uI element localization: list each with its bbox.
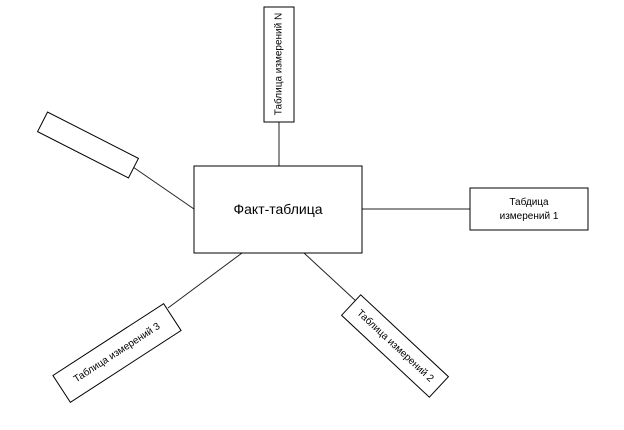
dimension-1-node: Табдица измерений 1: [469, 187, 589, 231]
dimension-3-label: Таблица измерений 3: [71, 320, 162, 385]
dimension-3-node: Таблица измерений 3: [52, 302, 182, 404]
dimension-unlabeled-box: [36, 111, 140, 179]
dimension-1-label-line2: измерений 1: [500, 211, 559, 222]
dimension-2-label: Таблица измерений 2: [354, 307, 436, 385]
dimension-2-node: Таблица измерений 2: [340, 294, 450, 398]
dimension-n-node: Таблица измерений N: [263, 6, 295, 123]
dimension-3-box: [52, 302, 182, 404]
dimension-unlabeled-node: [36, 111, 140, 179]
fact-table-label: Факт-таблица: [233, 201, 322, 217]
dimension-n-label: Таблица измерений N: [273, 13, 285, 115]
dimension-n-box: [263, 6, 295, 123]
fact-table-node: Факт-таблица: [193, 165, 363, 254]
connector-dim-3: [167, 252, 243, 309]
dimension-1-label-line1: Табдица: [509, 196, 549, 208]
connector-dim-2: [303, 252, 358, 303]
fact-table-box: [193, 165, 363, 254]
dimension-2-box: [340, 294, 450, 398]
connector-dim-unlabeled: [132, 166, 195, 210]
dimension-1-box: [469, 187, 589, 231]
